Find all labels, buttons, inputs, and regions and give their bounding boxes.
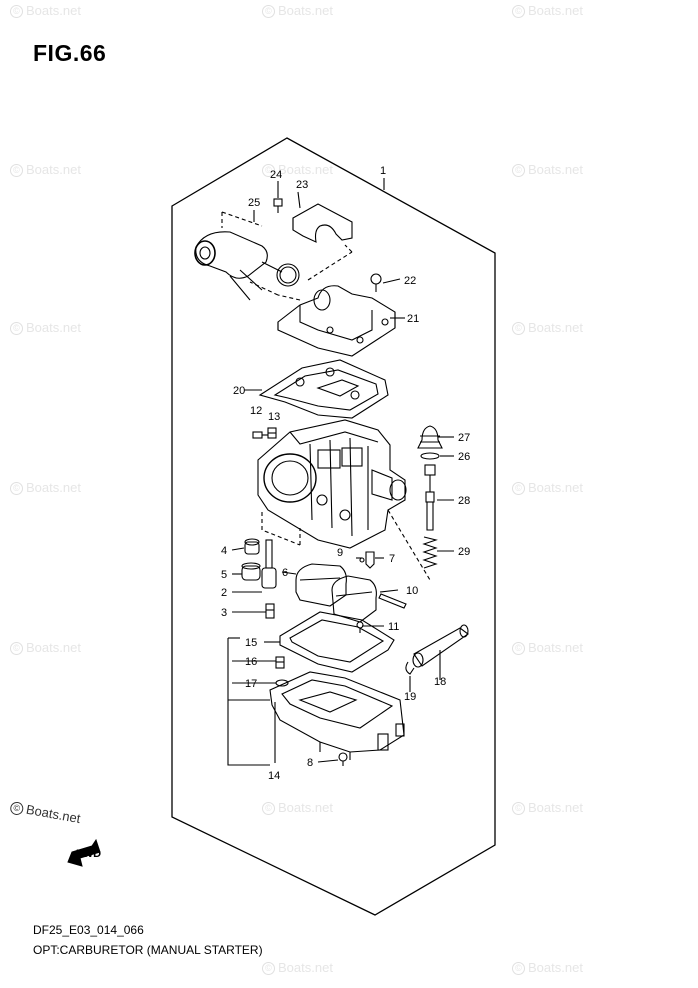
part-9-screw <box>356 557 365 563</box>
watermark: ©Boats.net <box>512 3 583 18</box>
part-14-float-bowl <box>269 671 405 760</box>
watermark: ©Boats.net <box>10 320 81 335</box>
assembly-outline <box>171 137 496 916</box>
part-2-emulsion-tube <box>261 539 277 589</box>
callout-16: 16 <box>245 656 257 668</box>
part-8-screw <box>338 752 348 766</box>
callout-22: 22 <box>404 275 416 287</box>
callout-25: 25 <box>248 197 260 209</box>
svg-text:FWD: FWD <box>76 848 101 860</box>
part-24-screw <box>273 198 283 213</box>
callout-28: 28 <box>458 495 470 507</box>
watermark: ©Boats.net <box>262 162 333 177</box>
part-3-main-jet <box>265 603 275 619</box>
watermark: ©Boats.net <box>512 320 583 335</box>
part-15-float-bowl-gasket <box>279 611 395 673</box>
callout-24: 24 <box>270 169 282 181</box>
watermark: ©Boats.net <box>512 800 583 815</box>
callout-2: 2 <box>221 587 227 599</box>
callout-18: 18 <box>434 676 446 688</box>
part-5-jet-holder <box>241 562 261 581</box>
part-7-needle-valve <box>365 551 375 569</box>
callout-15: 15 <box>245 637 257 649</box>
figure-title: FIG.66 <box>33 40 107 66</box>
part-22-screw <box>370 273 382 292</box>
watermark: ©Boats.net <box>512 480 583 495</box>
part-18-tube <box>412 624 469 668</box>
callout-13: 13 <box>268 411 280 423</box>
callout-6: 6 <box>282 567 288 579</box>
callout-29: 29 <box>458 546 470 558</box>
callout-11: 11 <box>388 621 399 633</box>
diagram-caption: OPT:CARBURETOR (MANUAL STARTER) <box>33 943 263 957</box>
part-12-screw <box>252 431 268 439</box>
callout-8: 8 <box>307 757 313 769</box>
callout-10: 10 <box>406 585 418 597</box>
part-16-drain-screw <box>275 656 285 669</box>
fwd-arrow-icon: FWD <box>67 838 101 867</box>
callout-26: 26 <box>458 451 470 463</box>
part-20-gasket <box>258 359 389 419</box>
callout-27: 27 <box>458 432 470 444</box>
part-4-cap <box>244 538 260 555</box>
watermark: ©Boats.net <box>10 640 81 655</box>
callout-14: 14 <box>268 770 280 782</box>
part-25-intake-elbow <box>194 231 300 301</box>
callout-5: 5 <box>221 569 227 581</box>
part-28-needle <box>424 464 436 531</box>
callout-20: 20 <box>233 385 245 397</box>
callout-19: 19 <box>404 691 416 703</box>
watermark: ©Boats.net <box>262 960 333 975</box>
callout-17: 17 <box>245 678 257 690</box>
part-27-cap <box>417 425 443 449</box>
callout-7: 7 <box>389 553 395 565</box>
watermark: ©Boats.net <box>512 640 583 655</box>
part-23-bracket <box>292 203 353 243</box>
part-19-clip <box>405 661 415 675</box>
drawing-code: DF25_E03_014_066 <box>33 923 144 937</box>
watermark: ©Boats.net <box>10 480 81 495</box>
watermark: ©Boats.net <box>512 960 583 975</box>
callout-9: 9 <box>337 547 343 559</box>
part-6-float <box>295 563 377 623</box>
part-13-screw <box>267 427 277 439</box>
callout-21: 21 <box>407 313 419 325</box>
callout-4: 4 <box>221 545 227 557</box>
watermark: ©Boats.net <box>512 162 583 177</box>
callout-23: 23 <box>296 179 308 191</box>
part-29-spring <box>422 536 438 569</box>
carburetor-body <box>257 419 407 549</box>
callout-12: 12 <box>250 405 262 417</box>
callout-3: 3 <box>221 607 227 619</box>
part-26-clip <box>420 452 440 460</box>
watermark: ©Boats.net <box>10 3 81 18</box>
callout-1: 1 <box>380 165 386 177</box>
watermark: ©Boats.net <box>10 162 81 177</box>
part-21-cover <box>277 285 396 357</box>
part-10-pin <box>378 593 407 609</box>
watermark: ©Boats.net <box>262 800 333 815</box>
watermark: ©Boats.net <box>262 3 333 18</box>
